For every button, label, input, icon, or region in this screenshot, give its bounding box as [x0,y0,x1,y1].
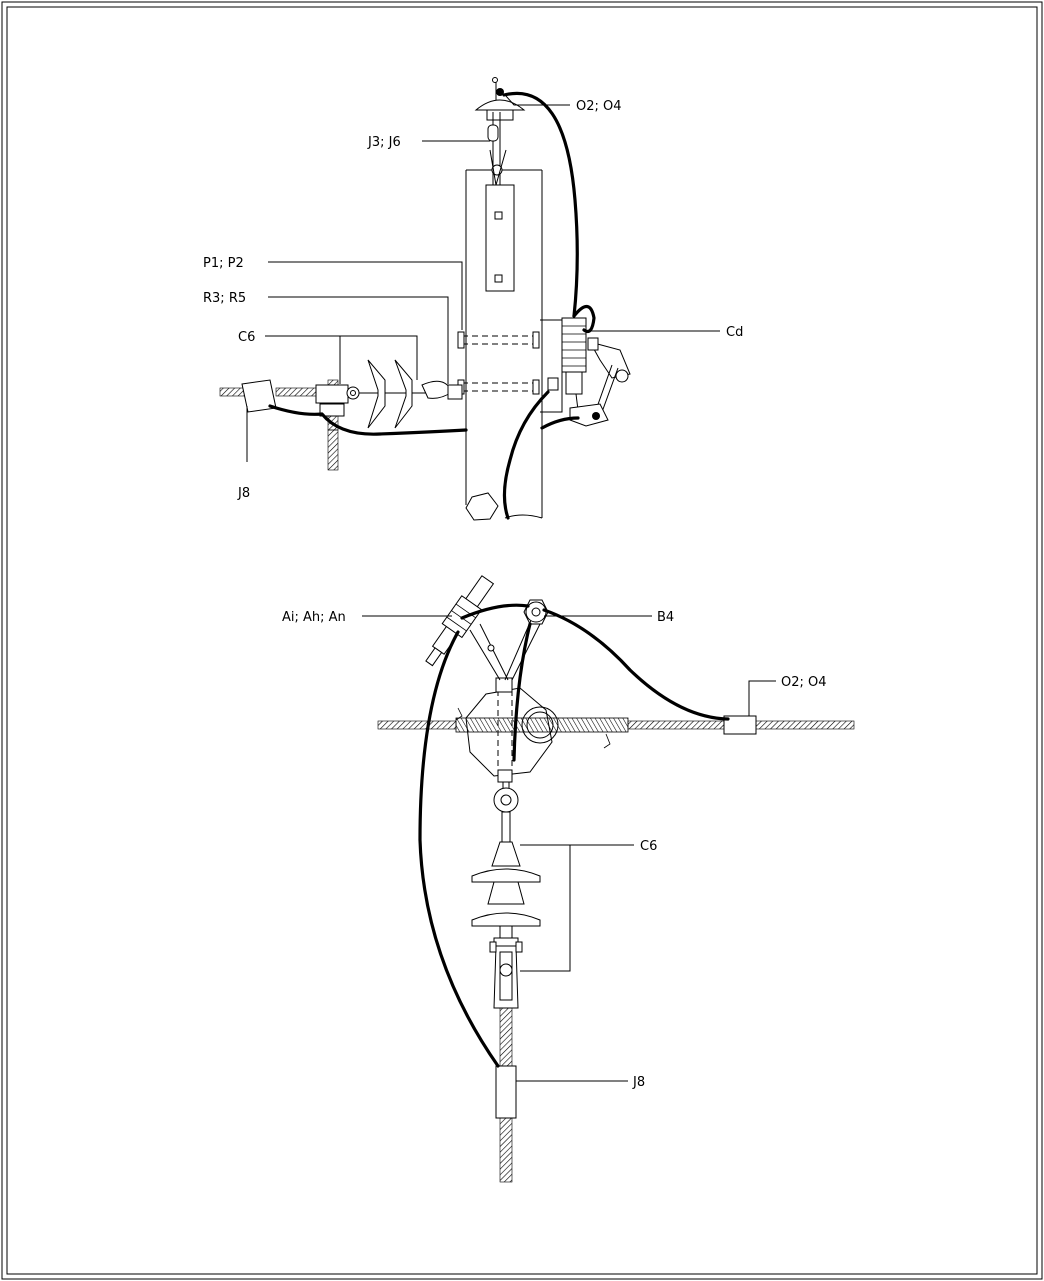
pole-top-bracket [485,184,515,292]
bottom-conductor [377,715,855,735]
through-bolts [457,331,540,395]
label-bot-b4: B4 [657,610,674,625]
label-top-o2-o4: O2; O4 [576,99,622,114]
top-insulator [474,77,526,186]
label-top-cd: Cd [726,325,743,340]
pole [465,169,543,521]
label-top-j3-j6: J3; J6 [367,135,401,150]
label-top-j8: J8 [237,486,250,501]
label-top-p1-p2: P1; P2 [203,256,244,271]
label-top-r3-r5: R3; R5 [203,291,246,306]
bottom-jumper-wires [418,603,730,1068]
label-top-c6: C6 [238,330,255,345]
top-jumper-wires [268,91,596,520]
label-bot-o2-o4: O2; O4 [781,675,827,690]
label-bot-ai-ah-an: Ai; Ah; An [282,610,346,625]
label-bot-j8: J8 [632,1075,645,1090]
vertical-conductor [495,1007,517,1183]
y-bracket [469,599,549,681]
bottom-leaders [362,615,776,1082]
bottom-view-dead-end-assembly [377,575,855,1183]
dead-end-clamp [489,937,523,1009]
cutout-arrester [540,317,631,427]
top-labels: O2; O4 J3; J6 P1; P2 R3; R5 C6 Cd J8 [203,99,743,501]
label-bot-c6: C6 [640,839,657,854]
strain-insulator-string [315,359,463,429]
top-leaders [246,95,720,462]
bottom-labels: Ai; Ah; An B4 O2; O4 C6 J8 [282,610,827,1090]
pole-section [455,677,611,783]
top-view-pole-assembly [219,77,631,521]
suspension-insulators [471,841,541,939]
hanger-chain [493,782,519,843]
